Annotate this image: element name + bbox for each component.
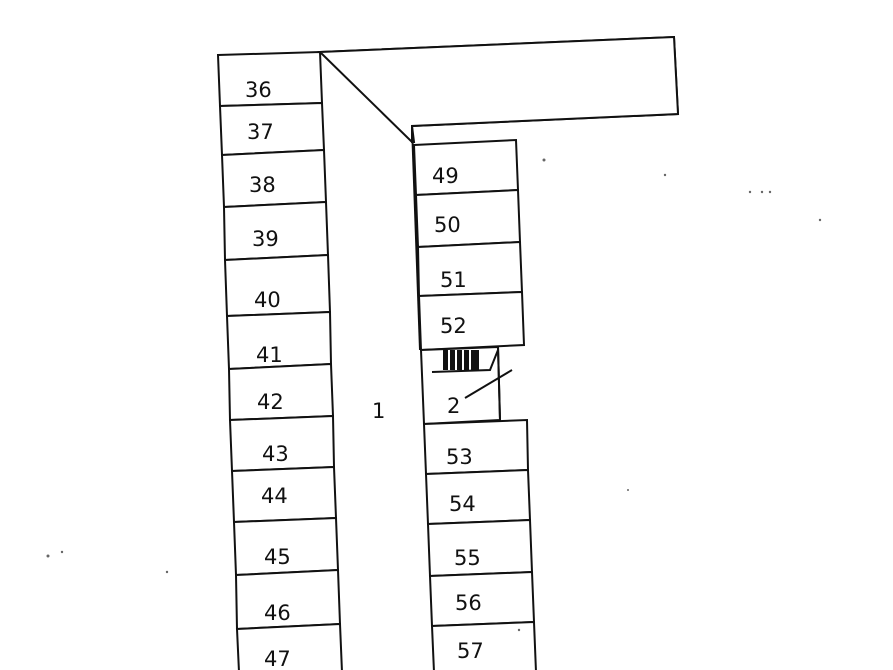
- room-label-44: 44: [261, 484, 288, 508]
- room-label-37: 37: [247, 120, 274, 144]
- stair-right-wall: [497, 346, 501, 421]
- top-corridor-outline: [317, 35, 680, 145]
- room-53: [422, 418, 530, 476]
- speck: [517, 628, 521, 632]
- speck: [748, 190, 752, 194]
- corridor-label: 1: [372, 399, 385, 423]
- room-54: [424, 468, 532, 526]
- right-room-column-upper: [412, 138, 526, 352]
- stair-diagonal: [464, 369, 513, 399]
- scan-specks: [46, 158, 822, 632]
- speck: [818, 218, 822, 222]
- room-51: [416, 240, 524, 298]
- speck: [46, 554, 50, 558]
- speck: [60, 550, 64, 554]
- room-52: [417, 290, 526, 352]
- speck: [627, 489, 629, 491]
- left-room-column: [216, 50, 343, 670]
- speck: [542, 158, 546, 162]
- room-label-50: 50: [434, 213, 461, 237]
- stair-label: 2: [447, 394, 460, 418]
- room-label-41: 41: [256, 343, 283, 367]
- speck: [663, 173, 667, 177]
- right-room-labels-upper: 49 50 51 52: [432, 164, 467, 338]
- speck: [165, 570, 169, 574]
- room-49: [412, 138, 520, 197]
- room-label-36: 36: [245, 78, 272, 102]
- room-label-43: 43: [262, 442, 289, 466]
- room-label-52: 52: [440, 314, 467, 338]
- room-label-42: 42: [257, 390, 284, 414]
- room-label-49: 49: [432, 164, 459, 188]
- room-label-47: 47: [264, 647, 291, 670]
- stair-area: [419, 345, 513, 426]
- left-room-labels: 36 37 38 39 40 41 42 43 44 45 46 47: [245, 78, 291, 670]
- room-label-54: 54: [449, 492, 476, 516]
- room-label-39: 39: [252, 227, 279, 251]
- speck: [760, 190, 764, 194]
- room-label-40: 40: [254, 288, 281, 312]
- right-room-labels-lower: 53 54 55 56 57: [446, 445, 484, 663]
- room-label-45: 45: [264, 545, 291, 569]
- room-47: [235, 622, 343, 670]
- room-label-46: 46: [264, 601, 291, 625]
- room-label-38: 38: [249, 173, 276, 197]
- room-label-56: 56: [455, 591, 482, 615]
- room-label-57: 57: [457, 639, 484, 663]
- room-label-53: 53: [446, 445, 473, 469]
- speck: [768, 190, 772, 194]
- right-room-column-lower: [422, 418, 537, 670]
- stair-rail: [431, 349, 499, 373]
- room-50: [414, 188, 522, 249]
- room-label-51: 51: [440, 268, 467, 292]
- room-56: [428, 570, 536, 628]
- room-label-55: 55: [454, 546, 481, 570]
- room-57: [430, 620, 537, 670]
